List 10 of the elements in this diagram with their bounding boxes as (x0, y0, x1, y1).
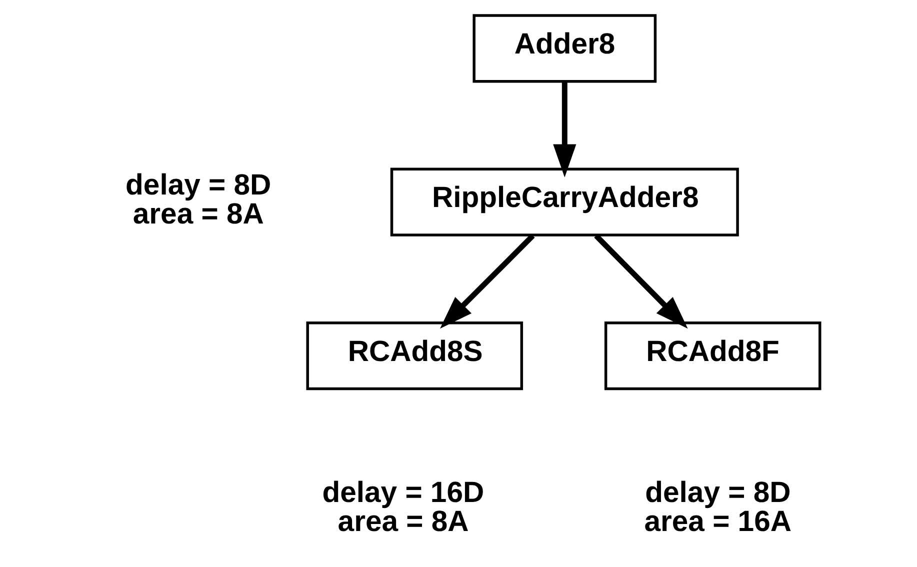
arrow (552, 82, 576, 178)
arrow (594, 234, 688, 329)
node-box: RCAdd8S (306, 321, 523, 390)
node-box: RCAdd8F (604, 321, 821, 390)
node-label: delay = 8D (125, 169, 271, 202)
arrow (440, 234, 534, 329)
node-box: Adder8 (472, 14, 656, 83)
node-label: delay = 16D (322, 476, 484, 509)
node-label: delay = 8D (644, 476, 790, 509)
node-box: RippleCarryAdder8 (390, 168, 738, 236)
